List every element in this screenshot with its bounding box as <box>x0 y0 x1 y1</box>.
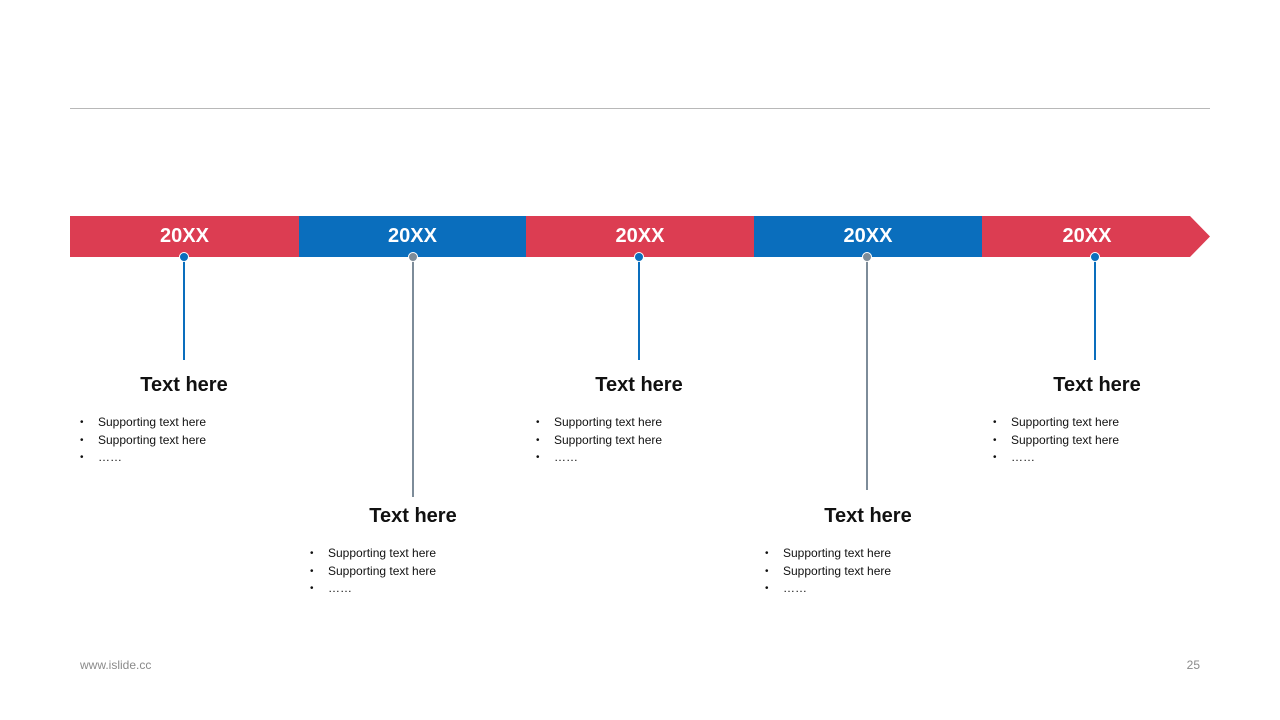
connector-dot-3 <box>634 252 644 262</box>
bullet-item: …… <box>80 449 206 467</box>
footer-website: www.islide.cc <box>80 658 152 672</box>
milestone-bullets-5: Supporting text here Supporting text her… <box>993 414 1119 467</box>
page-number: 25 <box>1186 658 1200 672</box>
timeline-band-3: 20XX <box>526 216 754 257</box>
bullet-item: Supporting text here <box>765 563 891 581</box>
milestone-title-3: Text here <box>595 374 683 396</box>
timeline-band-1: 20XX <box>70 216 299 257</box>
milestone-bullets-3: Supporting text here Supporting text her… <box>536 414 662 467</box>
top-divider <box>70 108 1210 109</box>
bullet-item: Supporting text here <box>536 432 662 450</box>
band-year-label: 20XX <box>160 225 209 247</box>
bullet-item: Supporting text here <box>993 432 1119 450</box>
bullet-item: Supporting text here <box>80 432 206 450</box>
bullet-item: Supporting text here <box>536 414 662 432</box>
band-year-label: 20XX <box>615 225 665 247</box>
connector-dot-4 <box>862 252 872 262</box>
band-year-label: 20XX <box>388 225 437 247</box>
bullet-item: Supporting text here <box>310 563 436 581</box>
connector-dot-5 <box>1090 252 1100 262</box>
connector-dot-2 <box>408 252 418 262</box>
band-year-label: 20XX <box>843 225 893 247</box>
bullet-item: …… <box>765 580 891 598</box>
timeline-band-5-arrow: 20XX <box>982 216 1210 257</box>
milestone-title-4: Text here <box>824 505 912 527</box>
milestone-title-1: Text here <box>140 374 228 396</box>
bullet-item: Supporting text here <box>310 545 436 563</box>
milestone-bullets-4: Supporting text here Supporting text her… <box>765 545 891 598</box>
milestone-bullets-1: Supporting text here Supporting text her… <box>80 414 206 467</box>
timeline-band-2: 20XX <box>299 216 526 257</box>
connector-line-4 <box>866 257 868 490</box>
milestone-title-5: Text here <box>1053 374 1141 396</box>
timeline-band-4: 20XX <box>754 216 982 257</box>
milestone-title-2: Text here <box>369 505 457 527</box>
connector-dot-1 <box>179 252 189 262</box>
bullet-item: …… <box>993 449 1119 467</box>
bullet-item: Supporting text here <box>993 414 1119 432</box>
connector-line-3 <box>638 257 640 360</box>
bullet-item: …… <box>310 580 436 598</box>
bullet-item: Supporting text here <box>80 414 206 432</box>
connector-line-5 <box>1094 257 1096 360</box>
band-year-label: 20XX <box>1062 225 1112 247</box>
milestone-bullets-2: Supporting text here Supporting text her… <box>310 545 436 598</box>
connector-line-1 <box>183 257 185 360</box>
bullet-item: Supporting text here <box>765 545 891 563</box>
bullet-item: …… <box>536 449 662 467</box>
connector-line-2 <box>412 257 414 497</box>
